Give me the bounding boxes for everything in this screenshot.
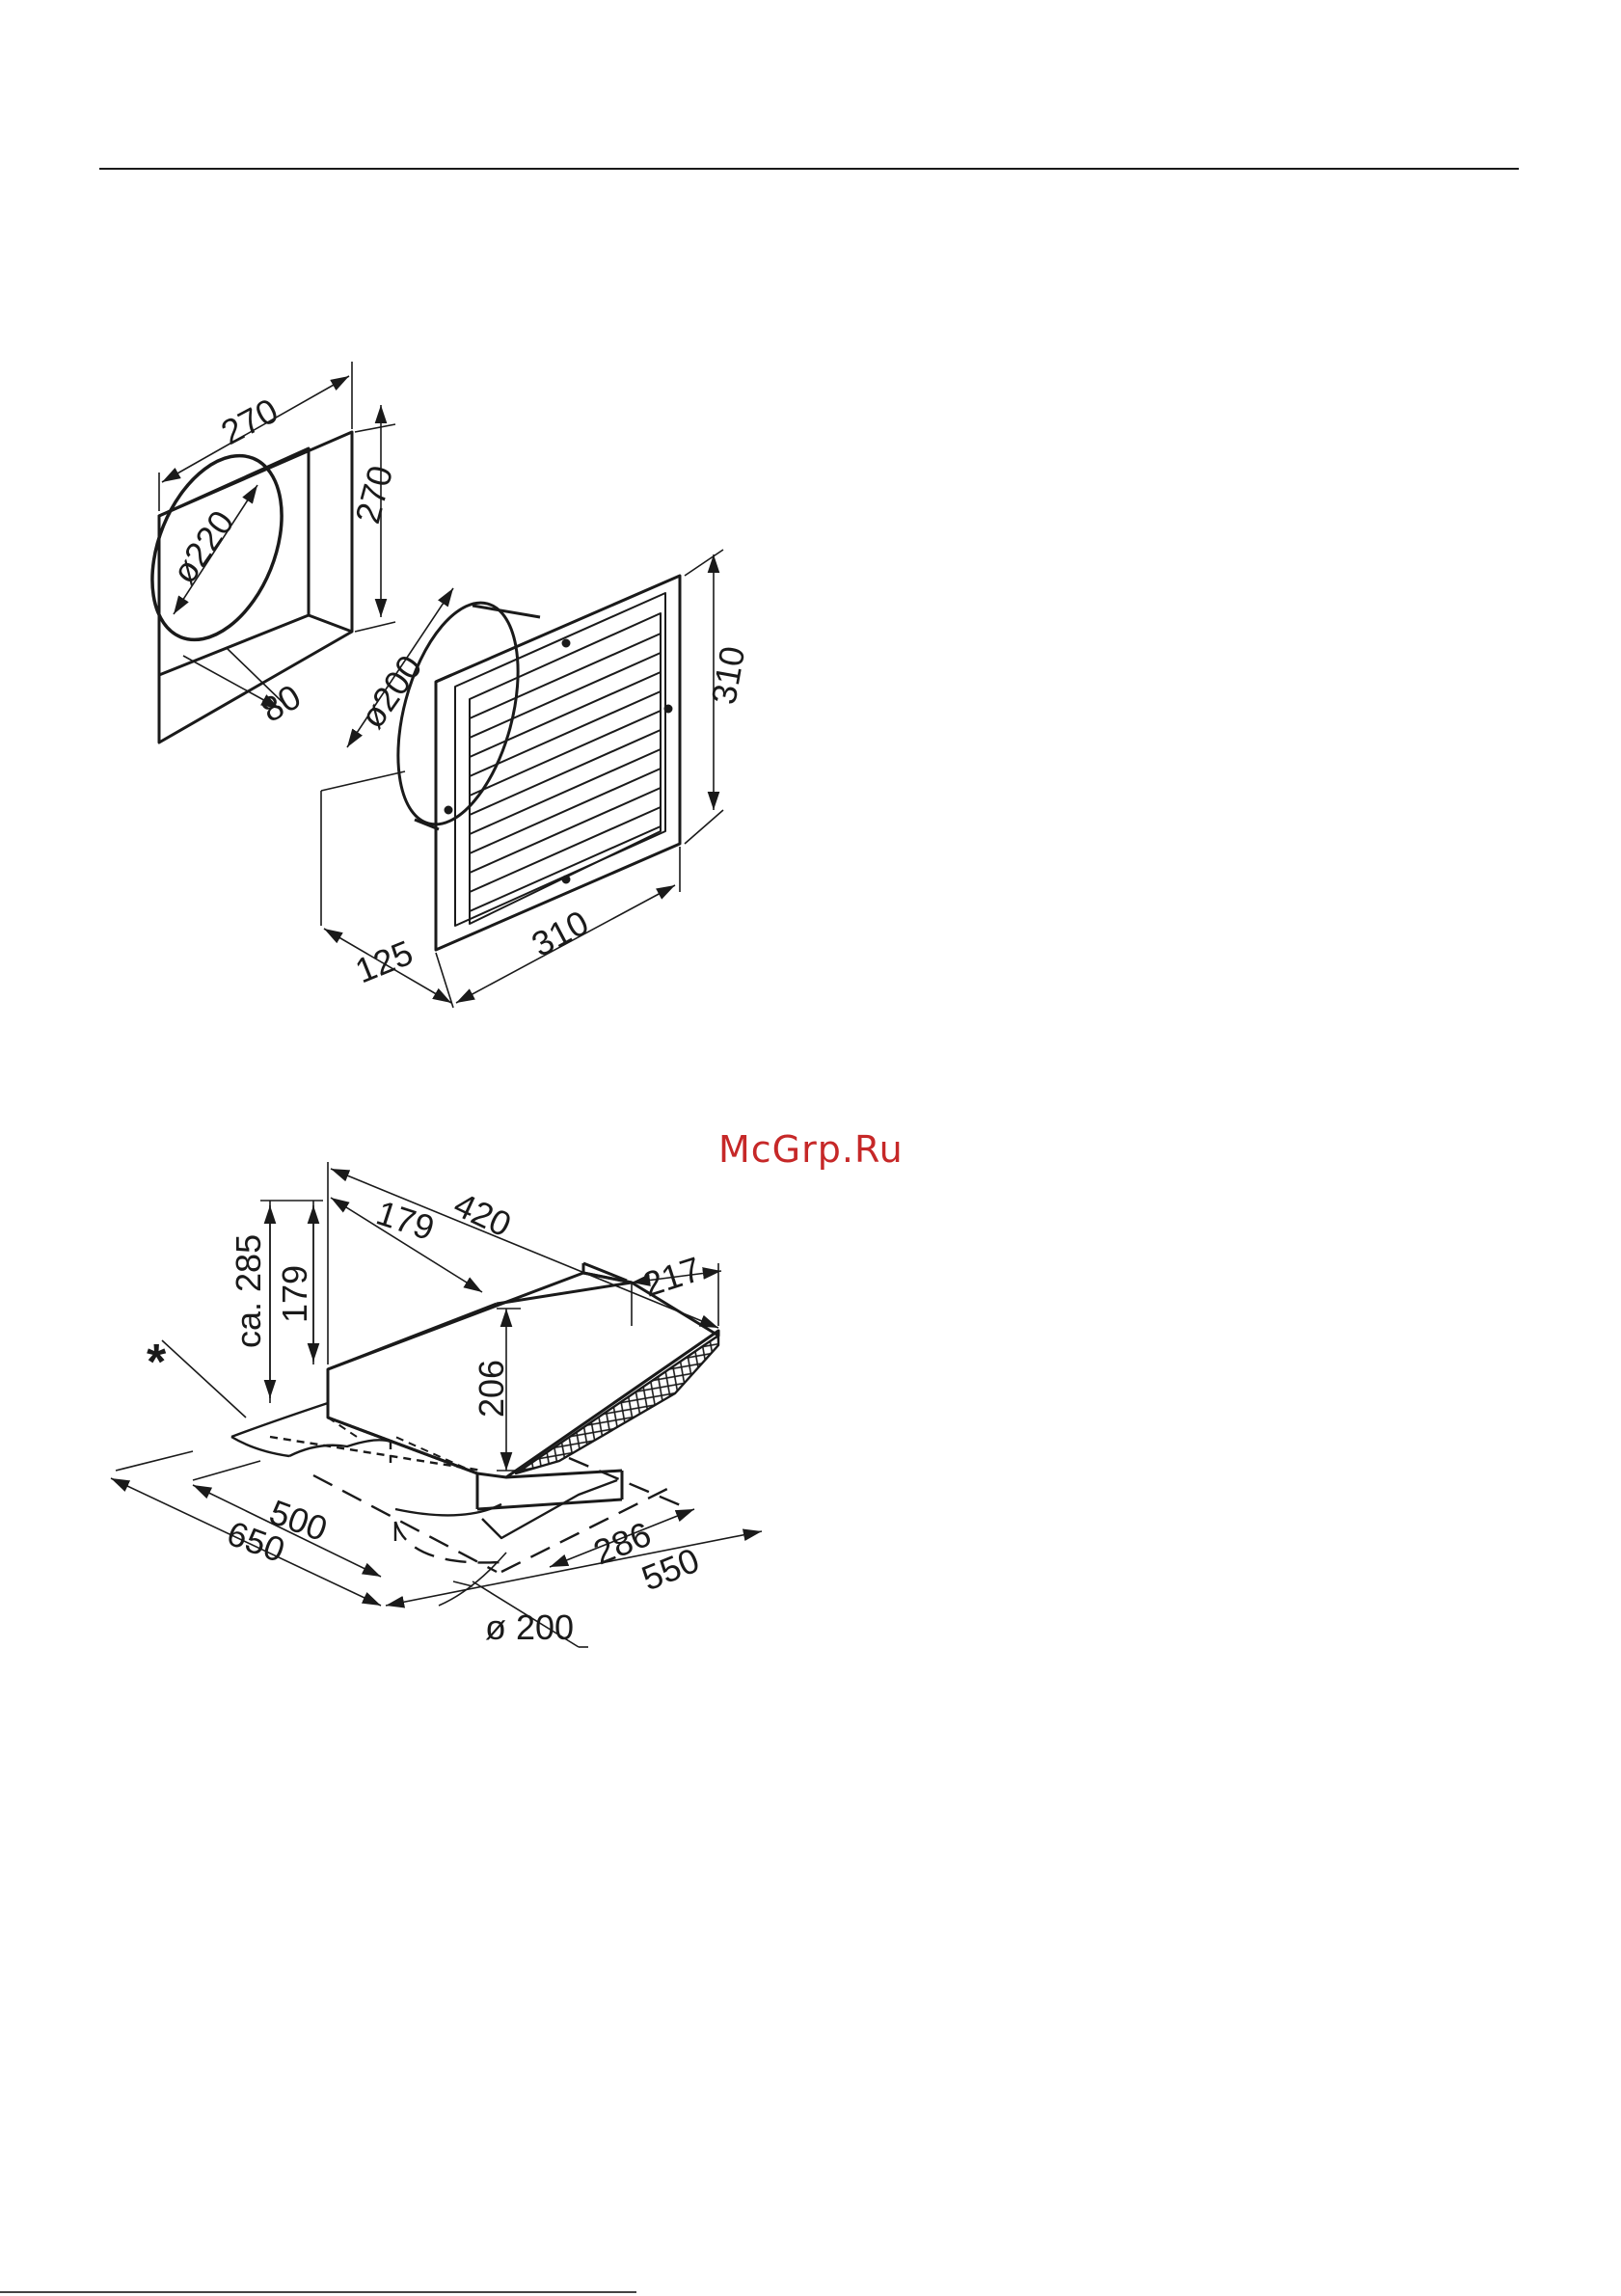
dim-grille-depth: 125 — [350, 932, 419, 991]
dim-front-width: 217 — [638, 1249, 706, 1305]
dim-total-length: 420 — [448, 1184, 518, 1245]
dim-grille-height: 310 — [704, 643, 753, 707]
footer-rule — [0, 2291, 636, 2293]
dim-front-height: 206 — [472, 1360, 511, 1418]
wall-plate — [127, 432, 352, 743]
outlet-mesh — [516, 1336, 718, 1473]
grille — [436, 576, 680, 950]
grille-slats — [470, 634, 661, 911]
figure-wall-vent — [127, 362, 723, 1008]
dim-plate-opening: ø220 — [164, 503, 242, 591]
duct-collar — [376, 590, 540, 838]
dim-grille-width: 310 — [526, 903, 595, 964]
footnote-asterisk: * — [147, 1335, 167, 1391]
dim-rear-section: 179 — [372, 1193, 440, 1249]
grille-dimensions — [321, 550, 723, 1008]
dim-rear-height: 179 — [275, 1265, 314, 1323]
dim-overall-height: ca. 285 — [229, 1234, 268, 1348]
dim-plate-width: 270 — [215, 391, 284, 452]
dim-outlet-duct-dia: ø 200 — [485, 1607, 574, 1647]
dim-plate-height: 270 — [347, 461, 400, 527]
watermark-text: McGrp.Ru — [718, 1128, 904, 1171]
